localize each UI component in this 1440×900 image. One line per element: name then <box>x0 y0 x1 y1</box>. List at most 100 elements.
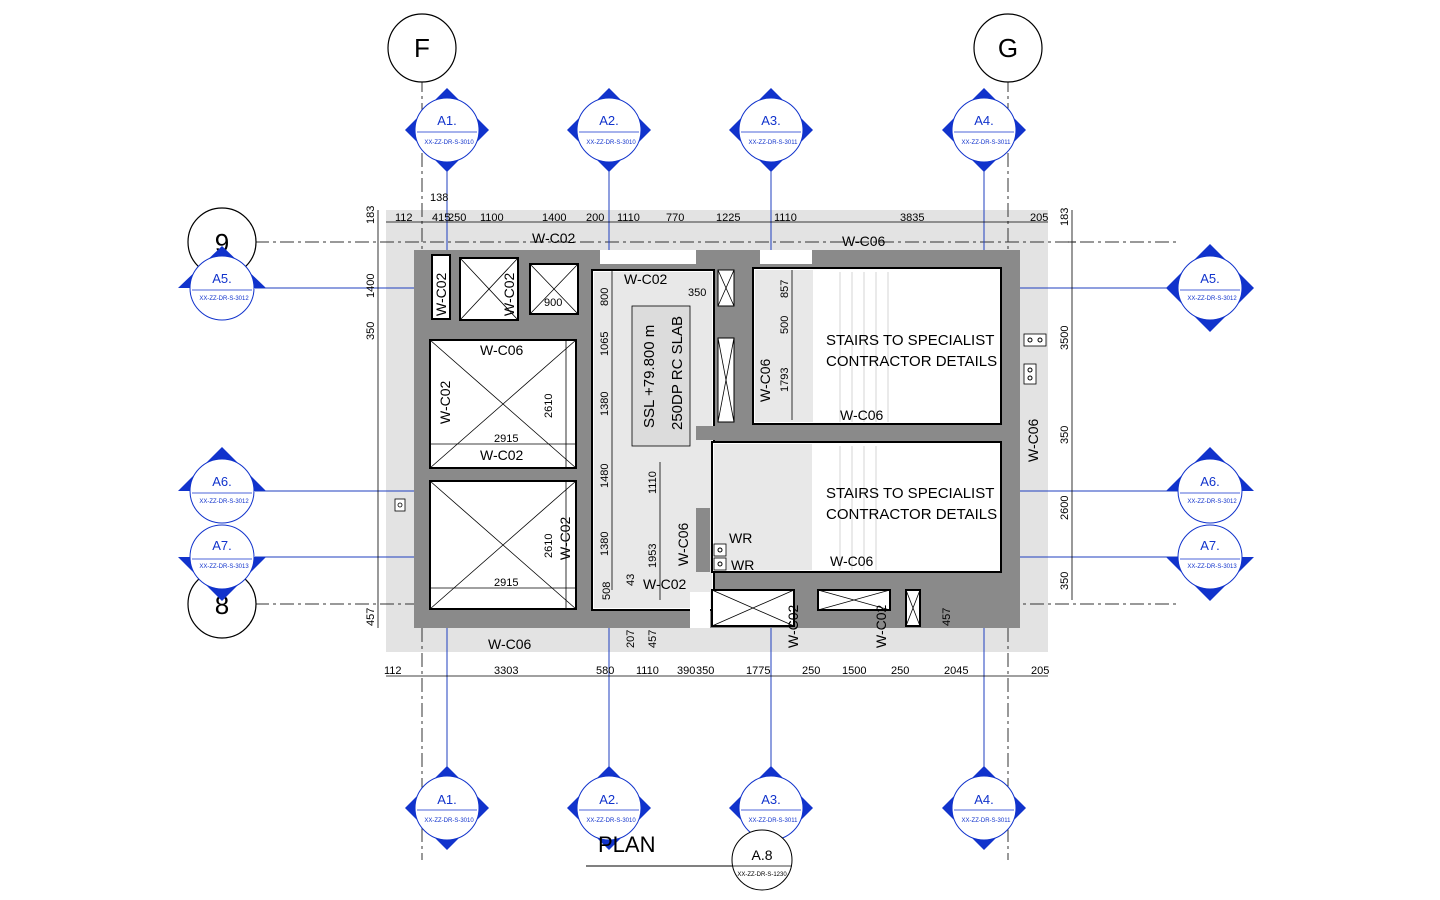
dim-top-1: 415 <box>432 212 450 224</box>
section-marker-a2-top: A2. XX-ZZ-DR-S-3010 <box>567 88 651 172</box>
section-a4-bottom-ref: XX-ZZ-DR-S-3011 <box>962 818 1012 824</box>
plan-view-id: A.8 <box>751 847 772 863</box>
misc-dimensions: 900 350 857 500 1793 2610 2915 2610 2915… <box>494 280 953 648</box>
dim-2915-b: 2915 <box>494 577 518 589</box>
dim-top-7: 770 <box>666 212 684 224</box>
section-a3-top-id: A3. <box>761 113 781 128</box>
stair-treads <box>839 272 889 570</box>
section-a5-left-ref: XX-ZZ-DR-S-3012 <box>199 296 249 302</box>
dim-bottom-9: 250 <box>891 665 909 677</box>
dim-left-1: 1400 <box>365 274 377 298</box>
section-marker-a2-bottom: A2. XX-ZZ-DR-S-3010 <box>567 766 651 850</box>
wall-type-labels: W-C02 W-C06 W-C02 W-C02 W-C02 W-C06 W-C0… <box>433 230 1041 652</box>
dim-457-a: 457 <box>647 630 659 648</box>
section-marker-a4-top: A4. XX-ZZ-DR-S-3011 <box>942 88 1026 172</box>
dim-top-8: 1225 <box>716 212 740 224</box>
section-a6-right-id: A6. <box>1200 474 1220 489</box>
grid-bubble-f: F <box>387 13 457 83</box>
wall-label-wc02-shaft: W-C02 <box>501 272 517 316</box>
dim-right-4: 350 <box>1059 572 1071 590</box>
section-a1-top-ref: XX-ZZ-DR-S-3010 <box>424 140 474 146</box>
wall-label-wc02-bottom-a: W-C02 <box>785 604 801 648</box>
wall-label-wc02-lift2-side: W-C02 <box>557 516 573 560</box>
plan-title: PLAN <box>598 832 655 857</box>
section-a2-bottom-ref: XX-ZZ-DR-S-3010 <box>586 818 636 824</box>
wall-label-wc06-top: W-C06 <box>842 233 886 249</box>
dim-bottom-0: 112 <box>384 665 402 677</box>
section-marker-a7-right: A7. XX-ZZ-DR-S-3013 <box>1166 524 1254 601</box>
note-stairs2-line2: CONTRACTOR DETAILS <box>826 506 997 523</box>
top-dimensions: 112 415 250 1100 1400 200 1110 770 1225 … <box>395 192 1048 224</box>
note-slab-line2: 250DP RC SLAB <box>669 316 686 430</box>
section-a7-right-ref: XX-ZZ-DR-S-3013 <box>1187 564 1237 570</box>
section-a2-top-id: A2. <box>599 113 619 128</box>
wall-label-wc06-stair-wall: W-C06 <box>757 358 773 402</box>
dim-top-0: 112 <box>395 212 413 224</box>
wall-label-wc02-top: W-C02 <box>532 230 576 246</box>
section-marker-a5-left: A5. XX-ZZ-DR-S-3012 <box>178 246 266 321</box>
section-marker-a4-bottom: A4. XX-ZZ-DR-S-3011 <box>942 766 1026 850</box>
section-a5-right-id: A5. <box>1200 271 1220 286</box>
section-marker-a6-left: A6. XX-ZZ-DR-S-3012 <box>178 447 266 524</box>
section-a3-bottom-id: A3. <box>761 792 781 807</box>
dim-857: 857 <box>779 280 791 298</box>
dim-bottom-7: 250 <box>802 665 820 677</box>
dim-right-2: 350 <box>1059 426 1071 444</box>
dim-top-9: 1110 <box>774 212 797 224</box>
section-a7-left-ref: XX-ZZ-DR-S-3013 <box>199 564 249 570</box>
dim-top-11: 205 <box>1030 212 1048 224</box>
dim-inner-0: 800 <box>599 288 611 306</box>
dimension-lines <box>377 210 1076 677</box>
dim-bottom-3: 1110 <box>636 665 659 677</box>
dim-bottom-5: 350 <box>696 665 714 677</box>
dim-350: 350 <box>688 287 706 299</box>
section-a4-bottom-id: A4. <box>974 792 994 807</box>
section-a4-top-id: A4. <box>974 113 994 128</box>
section-a6-right-ref: XX-ZZ-DR-S-3012 <box>1187 499 1237 505</box>
dim-900: 900 <box>544 297 562 309</box>
bottom-dimensions: 112 3303 580 1110 390 350 1775 250 1500 … <box>384 665 1049 677</box>
plan-view-ref: XX-ZZ-DR-S-1230 <box>737 872 787 878</box>
note-slab-line1: SSL +79.800 m <box>641 325 658 428</box>
socket-icons <box>394 333 1047 571</box>
right-dimensions: 183 3500 350 2600 350 <box>1059 208 1071 590</box>
dim-top-6: 1110 <box>617 212 640 224</box>
grid-bubble-g-label: G <box>998 33 1018 63</box>
grid-bubble-8-label: 8 <box>215 590 229 620</box>
section-a7-left-id: A7. <box>212 538 232 553</box>
dim-right-0: 183 <box>1059 208 1071 226</box>
dim-top-5: 200 <box>586 212 604 224</box>
dim-bottom-6: 1775 <box>746 665 770 677</box>
wall-label-wc02-lobby: W-C02 <box>624 271 668 287</box>
dim-left-2: 350 <box>365 322 377 340</box>
section-a6-left-ref: XX-ZZ-DR-S-3012 <box>199 499 249 505</box>
dim-2610-b: 2610 <box>543 534 555 558</box>
section-a1-top-id: A1. <box>437 113 457 128</box>
wall-label-wc06-lift1: W-C06 <box>480 342 524 358</box>
section-marker-a3-top: A3. XX-ZZ-DR-S-3011 <box>729 88 813 172</box>
wall-label-wc02-lift1-bottom: W-C02 <box>480 447 524 463</box>
dim-right-3: 2600 <box>1059 496 1071 520</box>
dim-bottom-4: 390 <box>677 665 695 677</box>
dim-43: 43 <box>625 574 637 586</box>
grid-bubble-f-label: F <box>414 33 430 63</box>
section-a7-right-id: A7. <box>1200 538 1220 553</box>
dim-right-1: 3500 <box>1059 326 1071 350</box>
section-a2-bottom-id: A2. <box>599 792 619 807</box>
dim-top-10: 3835 <box>900 212 924 224</box>
section-marker-a3-bottom: A3. XX-ZZ-DR-S-3011 <box>729 766 813 850</box>
section-a5-right-ref: XX-ZZ-DR-S-3012 <box>1187 296 1237 302</box>
grid-bubble-8: 8 <box>187 569 257 639</box>
wall-label-wc02-left: W-C02 <box>433 272 449 316</box>
section-marker-a1-bottom: A1. XX-ZZ-DR-S-3010 <box>405 766 489 850</box>
dim-bottom-11: 205 <box>1031 665 1049 677</box>
dim-1953: 1953 <box>647 544 659 568</box>
wall-label-wc06-mid: W-C06 <box>675 522 691 566</box>
wall-label-wc06-stair2: W-C06 <box>830 553 874 569</box>
section-a6-left-id: A6. <box>212 474 232 489</box>
section-a1-bottom-id: A1. <box>437 792 457 807</box>
plan-title-block: PLAN A.8 XX-ZZ-DR-S-1230 <box>586 829 793 891</box>
section-marker-a7-left: A7. XX-ZZ-DR-S-3013 <box>178 524 266 601</box>
note-stairs2-line1: STAIRS TO SPECIALIST <box>826 485 994 502</box>
